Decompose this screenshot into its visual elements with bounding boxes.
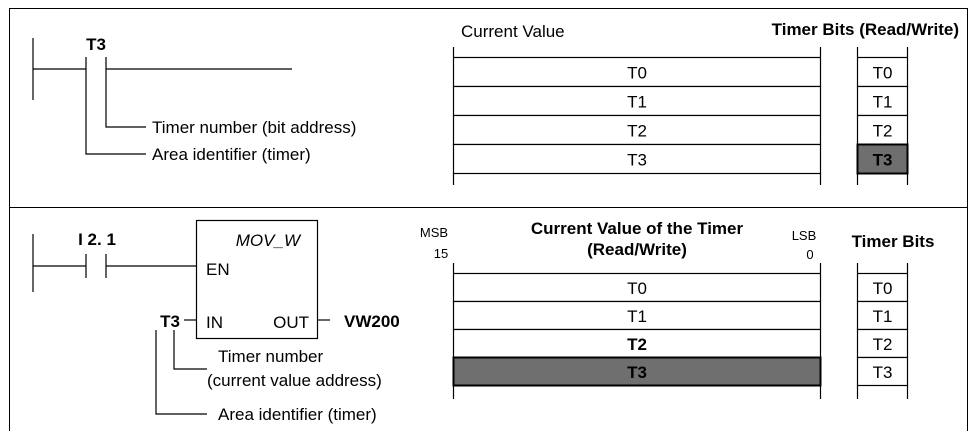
register-cell xyxy=(452,114,822,146)
register-cell-highlighted xyxy=(452,356,822,387)
bottom-area-identifier-leader xyxy=(155,330,207,415)
bottom-area-identifier-label: Area identifier (timer) xyxy=(218,405,377,424)
top-panel: T3 Timer number (bit address) Area ident… xyxy=(32,20,959,185)
top-ladder-rung xyxy=(32,38,292,155)
diagram-frame xyxy=(9,8,968,431)
top-area-identifier-label: Area identifier (timer) xyxy=(152,145,311,164)
register-cell-label: T0 xyxy=(627,279,647,298)
bottom-contact-label: I 2. 1 xyxy=(78,230,116,249)
bottom-timer-number-label: Timer number xyxy=(218,347,324,366)
bottom-ladder-rung xyxy=(32,219,330,415)
register-cell-label: T0 xyxy=(627,64,647,83)
register-cell-label: T1 xyxy=(627,93,647,112)
msb-bit-number: 15 xyxy=(434,246,448,261)
register-cell xyxy=(452,300,822,331)
register-cell-label: T1 xyxy=(627,307,647,326)
register-cell-label: T2 xyxy=(873,335,893,354)
register-cell xyxy=(856,56,909,88)
cv-header-line2: (Read/Write) xyxy=(587,240,687,259)
register-cell xyxy=(452,85,822,117)
register-cell xyxy=(452,143,822,175)
in-operand-label: T3 xyxy=(160,312,180,331)
register-cell-label: T0 xyxy=(873,64,893,83)
bottom-timer-bits-header: Timer Bits xyxy=(852,232,935,251)
register-cell-label: T2 xyxy=(627,122,647,141)
mov-w-box xyxy=(195,219,319,340)
cv-header-line1: Current Value of the Timer xyxy=(531,219,744,238)
bottom-timer-number-sublabel: (current value address) xyxy=(207,371,382,390)
register-cell-label: T3 xyxy=(873,151,893,170)
lsb-bit-number: 0 xyxy=(806,247,813,262)
top-current-value-header: Current Value xyxy=(461,22,565,41)
bottom-panel: I 2. 1 MOV_W EN IN OUT T3 VW200 Timer nu… xyxy=(32,219,935,424)
register-cell-label: T2 xyxy=(873,122,893,141)
mov-w-box-title: MOV_W xyxy=(236,231,302,250)
top-area-identifier-leader xyxy=(85,81,146,155)
register-cell xyxy=(856,114,909,146)
register-cell-label: T1 xyxy=(873,307,893,326)
register-cell xyxy=(452,56,822,88)
register-cell xyxy=(452,272,822,303)
top-timer-number-label: Timer number (bit address) xyxy=(152,118,356,137)
lsb-label: LSB xyxy=(792,228,817,243)
top-contact-label: T3 xyxy=(86,35,106,54)
bottom-timer-number-leader xyxy=(173,330,207,370)
register-cell-label: T3 xyxy=(873,363,893,382)
register-cell-label: T1 xyxy=(873,93,893,112)
register-cell-label: T3 xyxy=(627,363,647,382)
en-input-label: EN xyxy=(206,260,230,279)
msb-label: MSB xyxy=(420,225,448,240)
register-cell xyxy=(856,356,909,387)
top-timer-bits-header: Timer Bits (Read/Write) xyxy=(772,20,959,39)
register-cell-label: T2 xyxy=(627,335,647,354)
top-timer-number-leader xyxy=(105,81,146,128)
out-output-label: OUT xyxy=(273,313,309,332)
register-cell-highlighted xyxy=(856,143,909,175)
register-cell-label: T0 xyxy=(873,279,893,298)
register-cell-label: T3 xyxy=(627,151,647,170)
register-cell xyxy=(452,328,822,359)
out-operand-label: VW200 xyxy=(344,312,400,331)
in-input-label: IN xyxy=(206,313,223,332)
